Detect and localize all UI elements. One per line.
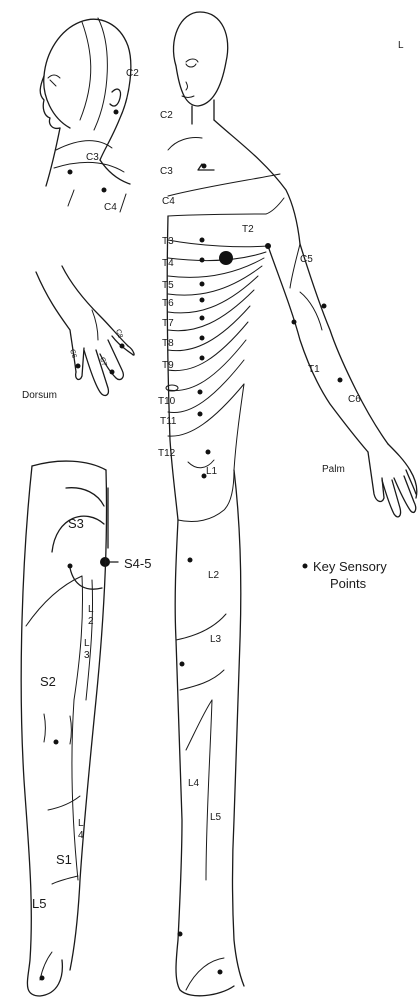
- key-point-c5: [322, 304, 327, 309]
- head-key-point-c4: [102, 188, 107, 193]
- back-key-point-s3: [68, 564, 73, 569]
- back-key-point-s2: [54, 740, 59, 745]
- front-body: C2 C3 C4 T2 T3 T4 T5 T6 T7 T8 T9 T10 T11…: [100, 12, 417, 996]
- key-point-t11: [198, 412, 203, 417]
- dorsum-caption: Dorsum: [22, 390, 57, 401]
- key-point-l4: [178, 932, 183, 937]
- label-c3: C3: [160, 166, 173, 177]
- label-c4: C4: [162, 196, 175, 207]
- hand-key-point-c6: [76, 364, 81, 369]
- label-s4-5: S4-5: [124, 556, 151, 571]
- label-t9: T9: [162, 360, 174, 371]
- label-t11: T11: [160, 416, 177, 427]
- key-point-t2: [265, 243, 271, 249]
- label-s2: S2: [40, 674, 56, 689]
- legend-line-1: Key Sensory: [313, 559, 387, 574]
- label-palm: Palm: [322, 464, 345, 475]
- label-leg-l5: L5: [32, 896, 46, 911]
- label-t12: T12: [158, 448, 176, 459]
- label-c2: C2: [160, 110, 173, 121]
- key-point-t7: [200, 316, 205, 321]
- label-c6: C6: [348, 394, 361, 405]
- hand-key-point-c7: [110, 370, 115, 375]
- key-point-t3: [200, 238, 205, 243]
- key-point-c6: [338, 378, 343, 383]
- label-l5: L5: [210, 812, 222, 823]
- corner-label: L: [398, 40, 404, 51]
- label-t3: T3: [162, 236, 174, 247]
- hand-label-c6: C6: [68, 348, 77, 359]
- key-point-t8: [200, 336, 205, 341]
- key-point-nipple: [219, 251, 233, 265]
- label-t5: T5: [162, 280, 174, 291]
- head-profile: C2 C3 C4: [40, 18, 139, 213]
- hand-key-point-c8: [120, 344, 125, 349]
- label-leg-l2a: L: [88, 604, 94, 615]
- label-t2: T2: [242, 224, 254, 235]
- back-key-point-s1: [40, 976, 45, 981]
- legend-dot: [303, 564, 308, 569]
- head-key-point-c2: [114, 110, 119, 115]
- key-point-l2: [188, 558, 193, 563]
- head-label-c4: C4: [104, 202, 117, 213]
- key-point-t1: [292, 320, 297, 325]
- key-point-t5: [200, 282, 205, 287]
- label-t8: T8: [162, 338, 174, 349]
- label-leg-l2b: 2: [88, 616, 94, 627]
- label-l2: L2: [208, 570, 220, 581]
- label-t4: T4: [162, 258, 174, 269]
- key-point-t9: [200, 356, 205, 361]
- key-point-t6: [200, 298, 205, 303]
- key-point-t12: [206, 450, 211, 455]
- hand-label-c8: C8: [114, 328, 123, 339]
- head-key-point-c3: [68, 170, 73, 175]
- head-label-c2: C2: [126, 68, 139, 79]
- label-l1: L1: [206, 466, 218, 477]
- label-leg-l3a: L: [84, 638, 90, 649]
- label-leg-l4a: L: [78, 818, 84, 829]
- hand-dorsum: C6 C7 C8 Dorsum: [22, 266, 134, 401]
- label-s3: S3: [68, 516, 84, 531]
- head-label-c3: C3: [86, 152, 99, 163]
- label-c5: C5: [300, 254, 313, 265]
- label-l3: L3: [210, 634, 222, 645]
- key-point-t10: [198, 390, 203, 395]
- key-point-c3: [202, 164, 207, 169]
- key-point-l3: [180, 662, 185, 667]
- label-t10: T10: [158, 396, 176, 407]
- label-t7: T7: [162, 318, 174, 329]
- legend-line-2: Points: [330, 576, 367, 591]
- label-t1: T1: [308, 364, 320, 375]
- label-l4: L4: [188, 778, 200, 789]
- label-leg-l3b: 3: [84, 650, 90, 661]
- label-leg-l4b: 4: [78, 830, 84, 841]
- key-point-l5: [218, 970, 223, 975]
- key-point-t4: [200, 258, 205, 263]
- label-t6: T6: [162, 298, 174, 309]
- label-s1: S1: [56, 852, 72, 867]
- back-leg: S3 S4-5 S2 L 2 L 3 L 4 S1 L5: [21, 461, 151, 996]
